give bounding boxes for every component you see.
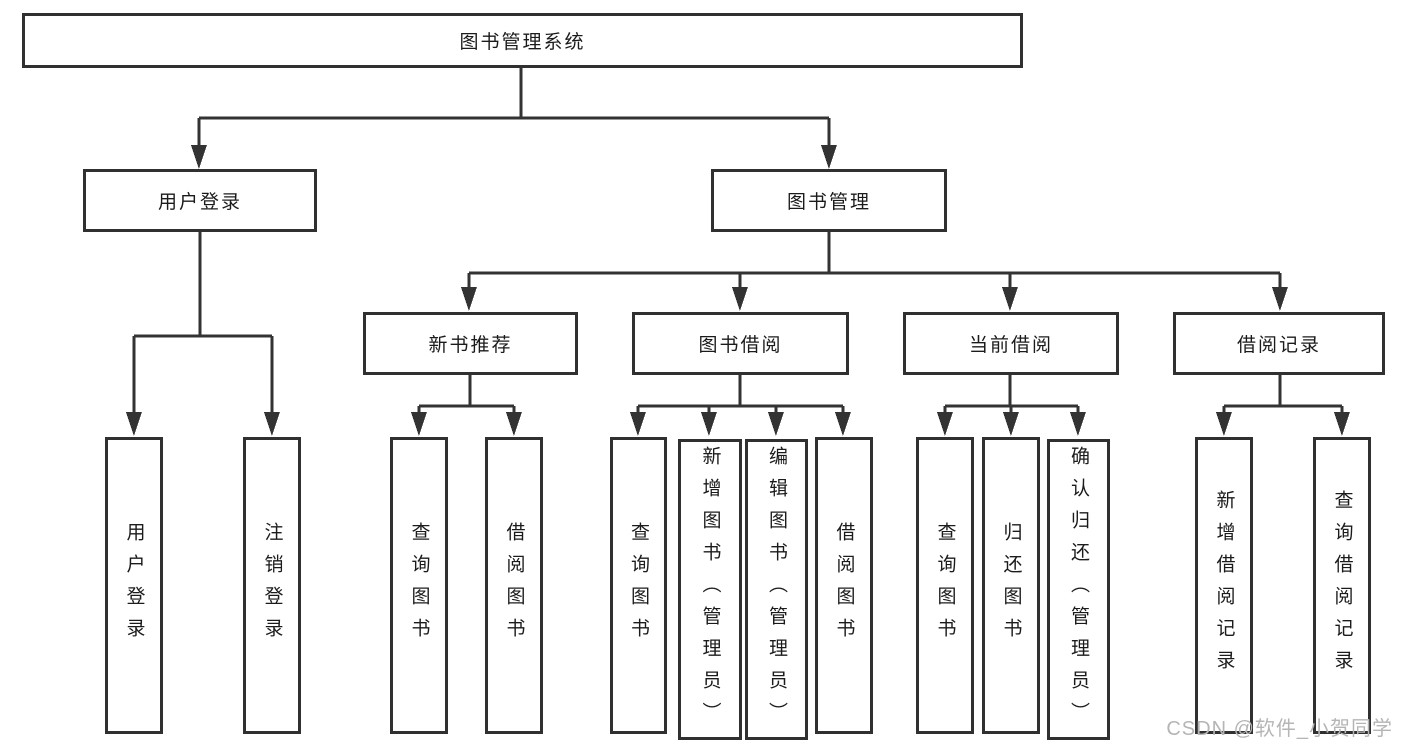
leaf-user-login: 用户登录 [105,437,163,734]
leaf-label: 借阅图书 [503,521,525,650]
node-book-management: 图书管理 [711,169,947,232]
node-root: 图书管理系统 [22,13,1023,68]
leaf-label: 查询图书 [934,521,956,650]
leaf-logout: 注销登录 [243,437,301,734]
leaf-label: 注销登录 [261,521,283,650]
leaf-label: 确认归还（管理员） [1068,445,1089,734]
leaf-bookborrow-query: 查询图书 [610,437,667,734]
leaf-newbooks-query: 查询图书 [390,437,448,734]
leaf-bookborrow-add-admin: 新增图书（管理员） [678,439,742,740]
connector-borrowrecords-to-leaves [1216,375,1350,436]
leaf-label: 查询图书 [408,521,430,650]
connector-userlogin-to-leaves [126,232,280,436]
leaf-label: 归还图书 [1000,521,1022,650]
leaf-label: 查询图书 [628,521,649,650]
leaf-currentborrow-confirm-admin: 确认归还（管理员） [1047,439,1110,740]
leaf-newbooks-borrow: 借阅图书 [485,437,543,734]
leaf-label: 新增图书（管理员） [699,445,721,734]
leaf-records-add: 新增借阅记录 [1195,437,1253,734]
connector-bookmgmt-to-level3 [461,232,1288,311]
leaf-label: 新增借阅记录 [1213,489,1235,682]
leaf-label: 查询借阅记录 [1331,489,1353,682]
leaf-label: 编辑图书（管理员） [766,445,787,734]
connector-bookborrow-to-leaves [630,375,851,436]
node-new-book-recommend: 新书推荐 [363,312,578,375]
node-user-login: 用户登录 [83,169,317,232]
node-borrow-records: 借阅记录 [1173,312,1385,375]
leaf-bookborrow-borrow: 借阅图书 [815,437,873,734]
leaf-currentborrow-query: 查询图书 [916,437,974,734]
leaf-records-query: 查询借阅记录 [1313,437,1371,734]
connector-currentborrow-to-leaves [937,375,1086,436]
node-current-borrow: 当前借阅 [903,312,1119,375]
leaf-label: 用户登录 [123,521,145,650]
leaf-label: 借阅图书 [833,521,855,650]
connector-root-to-level2 [191,68,837,169]
leaf-currentborrow-return: 归还图书 [982,437,1040,734]
connector-newbooks-to-leaves [411,375,522,436]
node-book-borrow: 图书借阅 [632,312,849,375]
leaf-bookborrow-edit-admin: 编辑图书（管理员） [745,439,808,740]
csdn-watermark: CSDN @软件_小贺同学 [1166,718,1393,740]
